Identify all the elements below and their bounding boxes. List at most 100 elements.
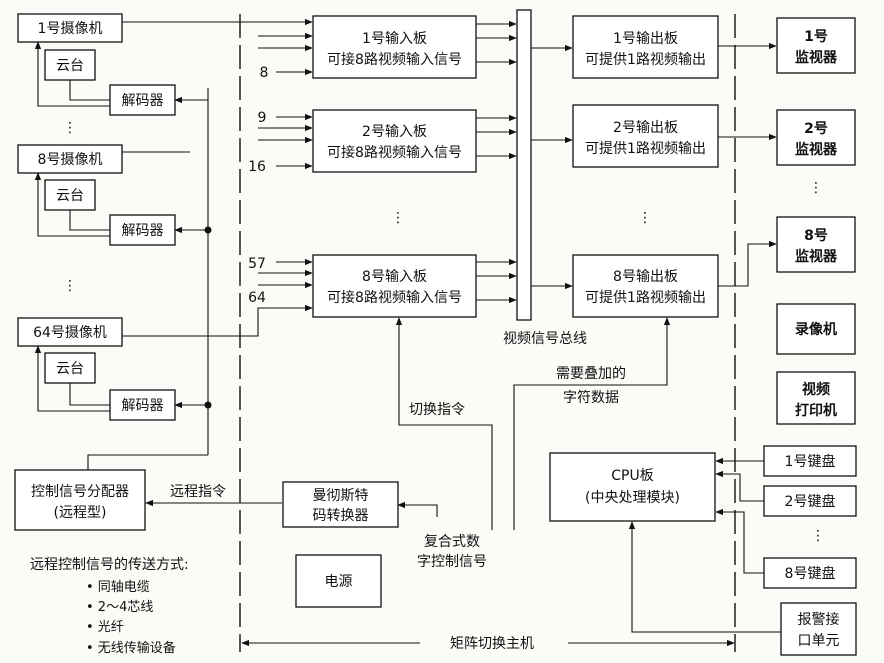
cameras-ellipsis-2: ⋮ <box>63 278 77 294</box>
output-8-to-monitor <box>718 240 777 287</box>
composite-label-1: 复合式数 <box>424 533 480 550</box>
monitor-8-box <box>776 216 856 273</box>
camera-64-video-line <box>122 304 313 337</box>
output-board-2-title: 2号输出板 <box>613 120 678 136</box>
monitor-8: 8号 监视器 <box>776 216 856 273</box>
keyboard-1-box <box>763 445 857 477</box>
output-board-8-subtitle: 可提供1路视频输出 <box>585 290 706 306</box>
input-board-1: 1号输入板 可接8路视频输入信号 <box>312 15 477 79</box>
video-signal-bus-label: 视频信号总线 <box>503 331 587 347</box>
remote-command-label: 远程指令 <box>170 484 226 500</box>
composite-label-2: 字控制信号 <box>417 554 487 570</box>
camera-64-box <box>17 317 123 347</box>
main-unit-label-bg <box>420 634 568 652</box>
overlay-data-arrow <box>513 317 671 530</box>
output-board-1: 1号输出板 可提供1路视频输出 <box>572 15 719 79</box>
video-printer: 视频 打印机 <box>776 371 856 425</box>
input-board-1-title: 1号输入板 <box>362 31 427 47</box>
channel-9-label: 9 <box>258 110 267 126</box>
camera-8-label: 8号摄像机 <box>38 152 103 168</box>
input-board-1-subtitle: 可接8路视频输入信号 <box>327 51 462 68</box>
overlay-label-2: 字符数据 <box>563 390 619 406</box>
monitor-8-number: 8号 <box>804 228 828 244</box>
keyboard-2-to-cpu <box>715 470 764 502</box>
input-board-2-box <box>312 109 477 173</box>
transmission-method-4: • 无线传输设备 <box>86 640 176 656</box>
power-box <box>295 554 382 608</box>
decoder-1-label: 解码器 <box>122 93 164 109</box>
output-board-2-subtitle: 可提供1路视频输出 <box>585 141 706 157</box>
alarm-label-2: 口单元 <box>798 633 840 649</box>
power-label: 电源 <box>325 574 353 590</box>
composite-to-manchester-arrow <box>397 501 438 517</box>
alarm-label-1: 报警接 <box>798 611 840 628</box>
input-boards-ellipsis: ⋮ <box>391 210 405 226</box>
ptz-64-label: 云台 <box>56 361 84 377</box>
video-printer-label-1: 视频 <box>802 381 830 398</box>
distributor-box <box>14 469 146 531</box>
monitor-2-label: 监视器 <box>795 141 838 158</box>
monitor-2-number: 2号 <box>804 121 828 137</box>
cpu-label-1: CPU板 <box>611 468 653 484</box>
camera-group-1: 1号摄像机 云台 解码器 <box>17 13 313 116</box>
camera-1-box <box>17 13 123 43</box>
alarm-to-cpu-arrow <box>628 521 781 633</box>
junction-dot-64 <box>204 401 212 409</box>
input-board-8-subtitle: 可接8路视频输入信号 <box>327 289 462 306</box>
manchester-box <box>282 481 399 528</box>
overlay-label-1: 需要叠加的 <box>556 366 626 382</box>
ptz-8-decoder-link <box>69 210 110 231</box>
monitor-1-label: 监视器 <box>795 49 838 66</box>
input-board-2-subtitle: 可接8路视频输入信号 <box>327 144 462 161</box>
channel-64-label: 64 <box>248 290 266 306</box>
keyboard-8: 8号键盘 <box>763 557 857 589</box>
output-board-2: 2号输出板 可提供1路视频输出 <box>572 104 719 168</box>
keyboard-2-box <box>763 485 857 517</box>
output-board-8-title: 8号输出板 <box>613 269 678 285</box>
decoder-8-camera-arrow <box>34 172 110 237</box>
camera-group-8: 8号摄像机 云台 解码器 <box>17 144 190 246</box>
manchester-converter: 曼彻斯特 码转换器 <box>282 481 399 528</box>
distributor-to-bus-line <box>87 454 208 470</box>
ptz-1-box <box>44 49 96 81</box>
decoder-64-label: 解码器 <box>122 398 164 414</box>
ptz-1-decoder-link <box>69 80 110 101</box>
output-board-1-title: 1号输出板 <box>613 31 678 47</box>
camera-64-label: 64号摄像机 <box>33 325 107 341</box>
ptz-8-label: 云台 <box>56 188 84 204</box>
cameras-ellipsis-1: ⋮ <box>63 120 77 136</box>
output-board-1-box <box>572 15 719 79</box>
input-board-8: 8号输入板 可接8路视频输入信号 <box>312 254 477 318</box>
transmission-method-2: • 2～4芯线 <box>86 600 153 615</box>
input-board-2-title: 2号输入板 <box>362 124 427 140</box>
ptz-64-decoder-link <box>69 383 110 406</box>
cpu-board: CPU板 (中央处理模块) <box>549 452 716 522</box>
channel-8-label: 8 <box>260 65 269 81</box>
monitor-2: 2号 监视器 <box>776 109 856 166</box>
manchester-label-2: 码转换器 <box>313 507 369 524</box>
switch-command-label: 切换指令 <box>409 401 465 418</box>
manchester-label-1: 曼彻斯特 <box>313 488 369 504</box>
distributor-label-2: (远程型) <box>54 505 107 521</box>
switch-command-arrow <box>395 317 493 530</box>
camera-8-box <box>17 144 123 174</box>
distributor-label-1: 控制信号分配器 <box>31 484 129 500</box>
video-printer-label-2: 打印机 <box>795 402 837 419</box>
channel-57-label: 57 <box>248 256 266 272</box>
cpu-label-2: (中央处理模块) <box>585 490 680 506</box>
monitor-8-label: 监视器 <box>795 248 838 265</box>
monitors-ellipsis: ⋮ <box>809 180 823 196</box>
input-board-1-box <box>312 15 477 79</box>
video-signal-bus <box>516 9 532 321</box>
video-recorder-label: 录像机 <box>795 321 837 338</box>
camera-1-label: 1号摄像机 <box>38 21 103 37</box>
transmission-method-3: • 光纤 <box>86 620 124 635</box>
output-board-2-box <box>572 104 719 168</box>
video-recorder: 录像机 <box>776 303 856 355</box>
monitor-1-box <box>776 17 856 74</box>
channel-16-label: 16 <box>248 159 266 175</box>
transmission-title: 远程控制信号的传送方式: <box>30 557 189 573</box>
camera-group-64: 64号摄像机 云台 解码器 <box>17 304 313 421</box>
video-printer-box <box>776 371 856 425</box>
